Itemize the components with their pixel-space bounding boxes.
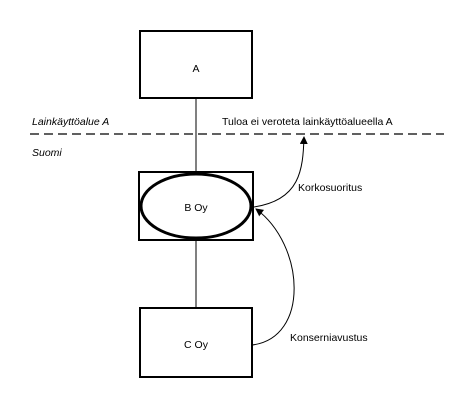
entity-b-label: B Oy xyxy=(184,202,208,214)
jurisdiction-upper-label: Lainkäyttöalue A xyxy=(32,116,109,128)
group-contribution-arrow xyxy=(251,208,295,346)
entity-a-label: A xyxy=(192,63,199,75)
entity-a-box xyxy=(139,30,253,99)
entity-c-box xyxy=(139,307,253,378)
no-tax-annotation: Tuloa ei veroteta lainkäyttöalueella A xyxy=(222,116,393,128)
entity-c-label: C Oy xyxy=(184,339,209,351)
jurisdiction-lower-label: Suomi xyxy=(32,147,62,159)
group-contribution-label: Konserniavustus xyxy=(290,332,368,344)
interest-payment-arrow xyxy=(253,136,308,208)
entity-b-ellipse xyxy=(139,172,253,240)
interest-payment-label: Korkosuoritus xyxy=(298,182,362,194)
